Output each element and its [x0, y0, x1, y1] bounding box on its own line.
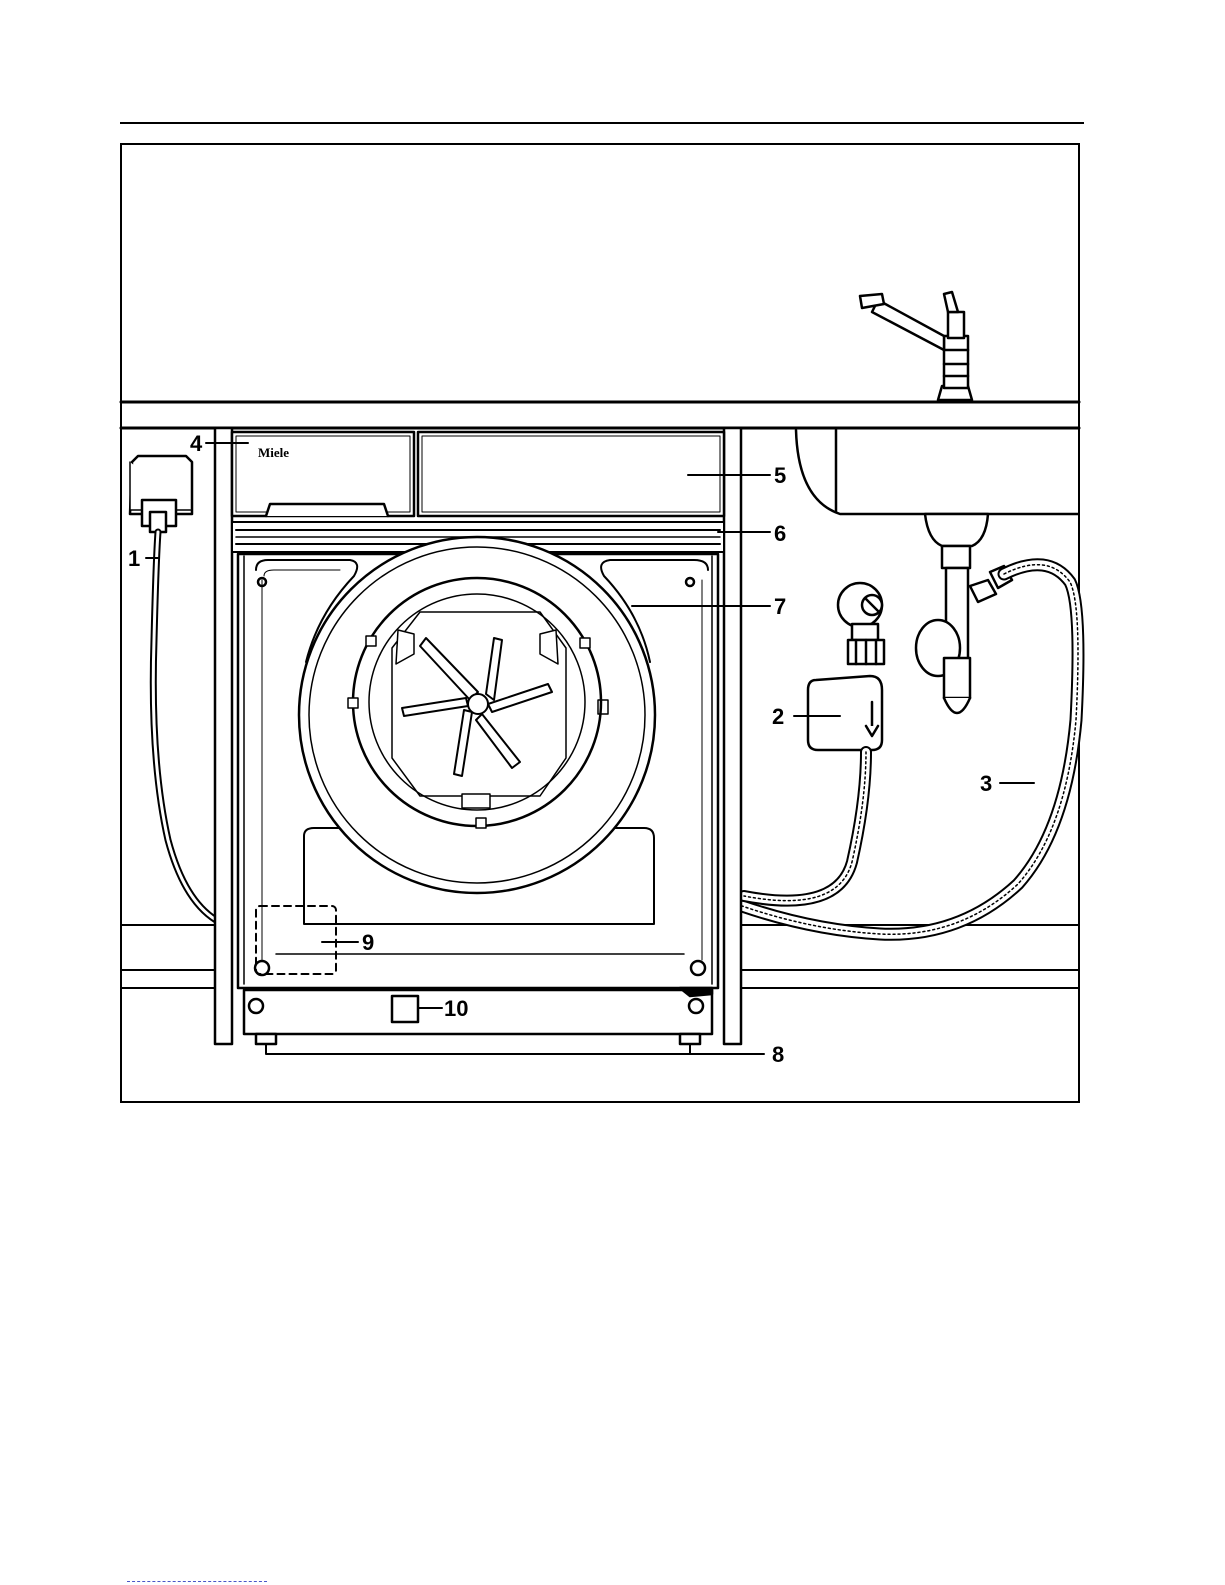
footer-link-underline[interactable]	[127, 1581, 267, 1584]
drain-hose	[742, 565, 1078, 935]
waterproof-valve-box	[808, 676, 882, 750]
callout-8-feet: 8	[772, 1042, 784, 1067]
top-panel	[418, 432, 724, 516]
machine-feet	[256, 1034, 700, 1044]
countertop	[121, 402, 1079, 428]
power-cable	[153, 532, 216, 920]
callout-2-valve-box: 2	[772, 704, 784, 729]
power-socket-plug	[130, 456, 192, 532]
brand-logo-text: Miele	[258, 445, 289, 460]
callout-5-top-panel: 5	[774, 463, 786, 488]
callout-3-drain-hose: 3	[980, 771, 992, 796]
callout-7-drum-front: 7	[774, 594, 786, 619]
callout-4-detergent-drawer: 4	[190, 431, 203, 456]
mixer-tap	[860, 292, 972, 400]
callout-1-power-plug: 1	[128, 546, 140, 571]
callout-6-vent-strip: 6	[774, 521, 786, 546]
sink-basin	[796, 430, 1078, 514]
callout-10-plinth-switch: 10	[444, 996, 468, 1021]
water-tap-valve	[838, 583, 884, 664]
drum-opening	[299, 537, 655, 893]
sink-drain-trap	[916, 514, 1012, 713]
callout-9-service-flap: 9	[362, 930, 374, 955]
inlet-hose	[744, 752, 866, 901]
machine-plinth	[244, 988, 712, 1034]
